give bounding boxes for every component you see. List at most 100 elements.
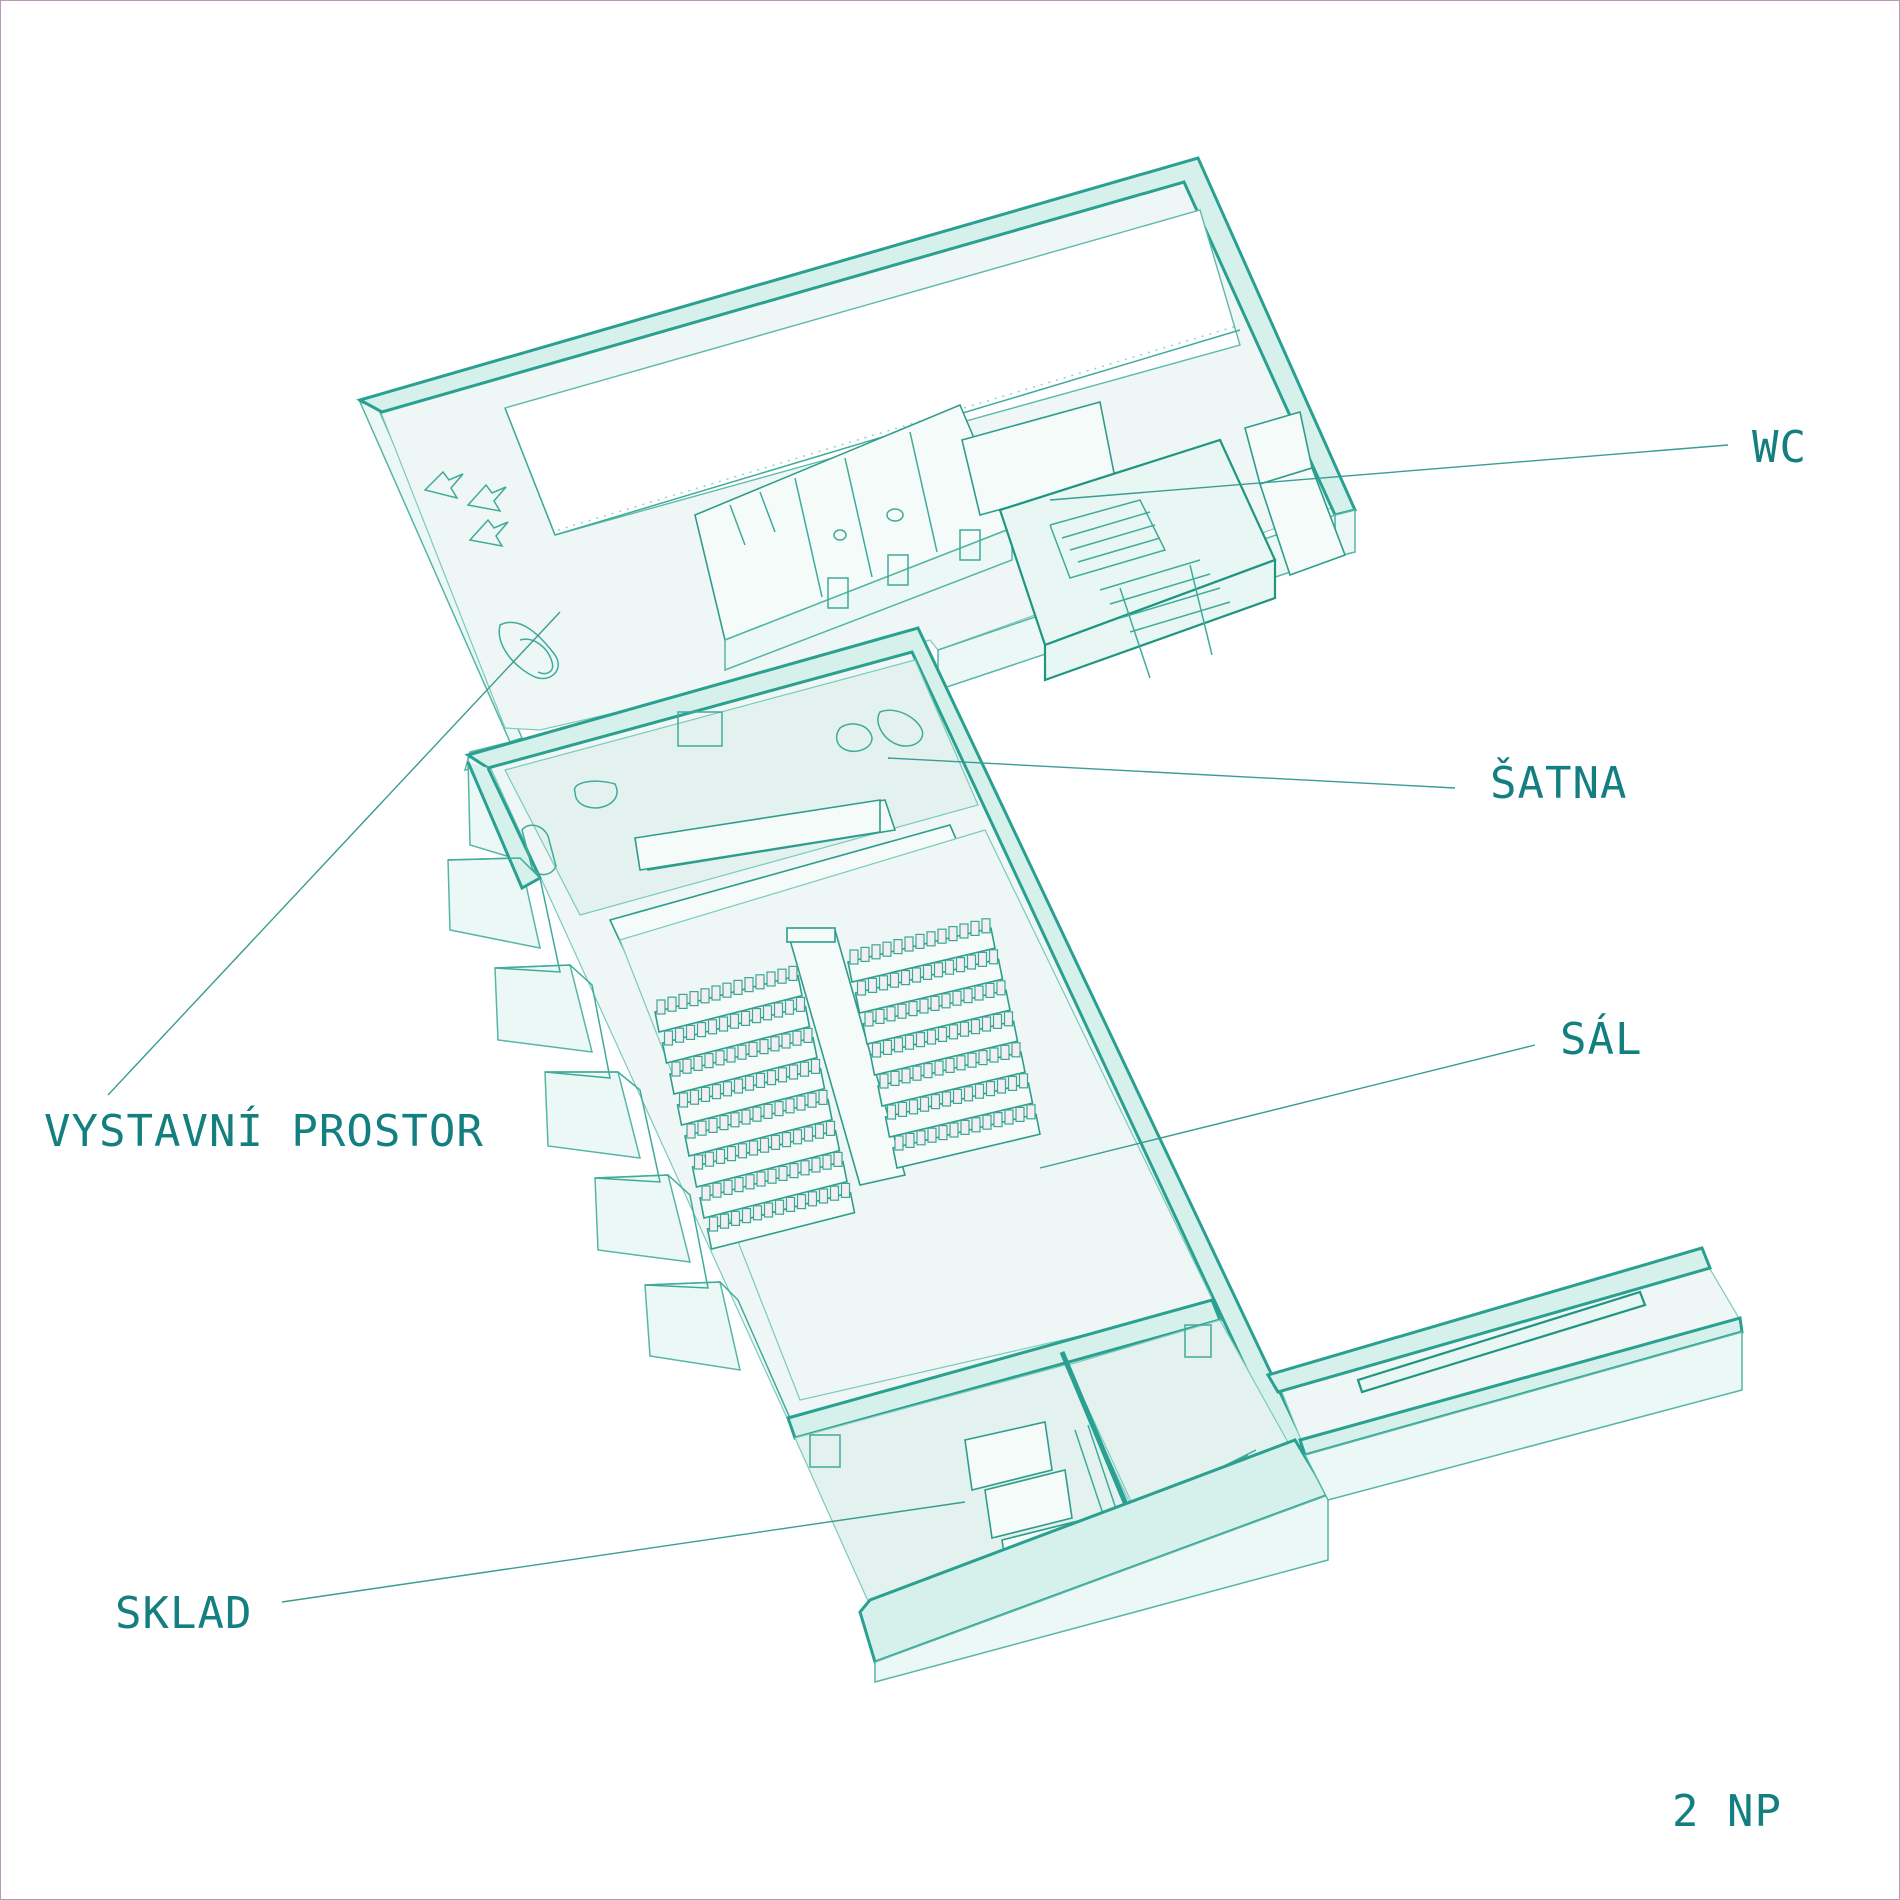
leader-satna bbox=[887, 757, 1456, 789]
seat bbox=[901, 1068, 911, 1084]
south-wall-face bbox=[874, 1493, 1329, 1683]
seat bbox=[755, 1072, 766, 1089]
wc-toilet bbox=[886, 508, 904, 522]
armchair bbox=[835, 723, 873, 752]
seat bbox=[700, 988, 710, 1004]
seat bbox=[766, 971, 776, 987]
seat bbox=[810, 1058, 821, 1075]
seat bbox=[663, 1030, 674, 1046]
seat bbox=[796, 1193, 807, 1210]
seat bbox=[890, 1070, 900, 1087]
seat bbox=[959, 923, 969, 939]
seat bbox=[926, 931, 936, 947]
seat bbox=[704, 1052, 714, 1069]
seat bbox=[744, 976, 754, 993]
seat bbox=[1015, 1106, 1025, 1123]
seat bbox=[759, 1038, 769, 1055]
seat bbox=[792, 1129, 803, 1145]
seat bbox=[796, 1095, 806, 1111]
seat bbox=[944, 959, 955, 975]
seat bbox=[770, 1134, 781, 1151]
seat bbox=[689, 990, 699, 1007]
seat bbox=[715, 1148, 726, 1165]
seat bbox=[748, 1041, 758, 1058]
seat bbox=[905, 1132, 915, 1149]
seat bbox=[774, 1100, 784, 1117]
seat bbox=[818, 1188, 829, 1204]
seat bbox=[715, 1050, 725, 1066]
seat bbox=[767, 1168, 777, 1184]
seat bbox=[992, 1013, 1003, 1030]
seat bbox=[981, 918, 991, 934]
east-terrace bbox=[1265, 1246, 1744, 1501]
seat bbox=[789, 1162, 799, 1179]
label-sklad: SKLAD bbox=[115, 1588, 253, 1639]
seat bbox=[996, 1078, 1007, 1094]
seat bbox=[927, 1127, 937, 1143]
seat bbox=[833, 1151, 843, 1168]
seat bbox=[864, 1011, 874, 1027]
seat bbox=[800, 1160, 810, 1176]
seat bbox=[674, 1027, 685, 1043]
label-wc: WC bbox=[1752, 422, 1807, 473]
seat bbox=[912, 1065, 922, 1081]
label-sal: SÁL bbox=[1560, 1014, 1643, 1065]
seat bbox=[755, 974, 765, 990]
seat bbox=[900, 969, 911, 986]
leader-wc bbox=[1049, 444, 1729, 501]
seat bbox=[741, 1207, 752, 1224]
seat bbox=[970, 920, 980, 937]
shelf-unit bbox=[984, 1469, 1073, 1539]
leader-sal bbox=[1039, 1044, 1536, 1169]
sawtooth-wall bbox=[447, 857, 871, 1601]
seat bbox=[930, 995, 940, 1012]
south-rooms bbox=[786, 1298, 1331, 1683]
seat bbox=[682, 1058, 692, 1074]
seat bbox=[818, 1089, 828, 1106]
seat bbox=[795, 996, 806, 1013]
seat bbox=[878, 975, 889, 991]
seat bbox=[982, 1114, 992, 1130]
seat bbox=[985, 982, 995, 999]
seat bbox=[719, 1213, 730, 1229]
seat bbox=[726, 1047, 736, 1063]
satna-counter-top bbox=[634, 799, 881, 871]
seat bbox=[803, 1027, 813, 1044]
seat bbox=[1011, 1042, 1021, 1058]
seat bbox=[919, 1096, 930, 1112]
seat bbox=[967, 1052, 977, 1068]
leader-sklad bbox=[281, 1501, 966, 1603]
seat bbox=[829, 1185, 840, 1201]
seat bbox=[778, 1165, 788, 1182]
seat bbox=[897, 1101, 908, 1118]
seat bbox=[685, 1024, 696, 1041]
seat bbox=[1003, 1011, 1014, 1027]
seat bbox=[784, 999, 795, 1015]
seat bbox=[974, 1083, 985, 1099]
seat bbox=[908, 1099, 919, 1115]
seat bbox=[723, 1179, 733, 1196]
wc-door bbox=[959, 529, 981, 561]
seat bbox=[726, 1145, 737, 1162]
seat bbox=[730, 1112, 740, 1128]
sofa bbox=[574, 780, 618, 809]
seat bbox=[959, 1021, 970, 1037]
seat bbox=[934, 1060, 944, 1076]
label-floor-level: 2 NP bbox=[1672, 1786, 1782, 1837]
armchair bbox=[877, 709, 924, 747]
seat bbox=[741, 1109, 751, 1125]
seat bbox=[926, 1029, 937, 1045]
seat bbox=[889, 972, 900, 988]
seat bbox=[974, 985, 984, 1001]
seat bbox=[897, 1003, 907, 1019]
seat bbox=[704, 1151, 715, 1167]
seat bbox=[707, 1019, 718, 1035]
seat bbox=[945, 1057, 955, 1074]
seat bbox=[733, 1078, 744, 1094]
seat bbox=[696, 1021, 707, 1038]
seat bbox=[737, 1044, 747, 1060]
label-satna: ŠATNA bbox=[1490, 758, 1628, 809]
wc-door bbox=[827, 577, 849, 609]
seat bbox=[948, 1024, 959, 1040]
seat bbox=[908, 1000, 918, 1017]
